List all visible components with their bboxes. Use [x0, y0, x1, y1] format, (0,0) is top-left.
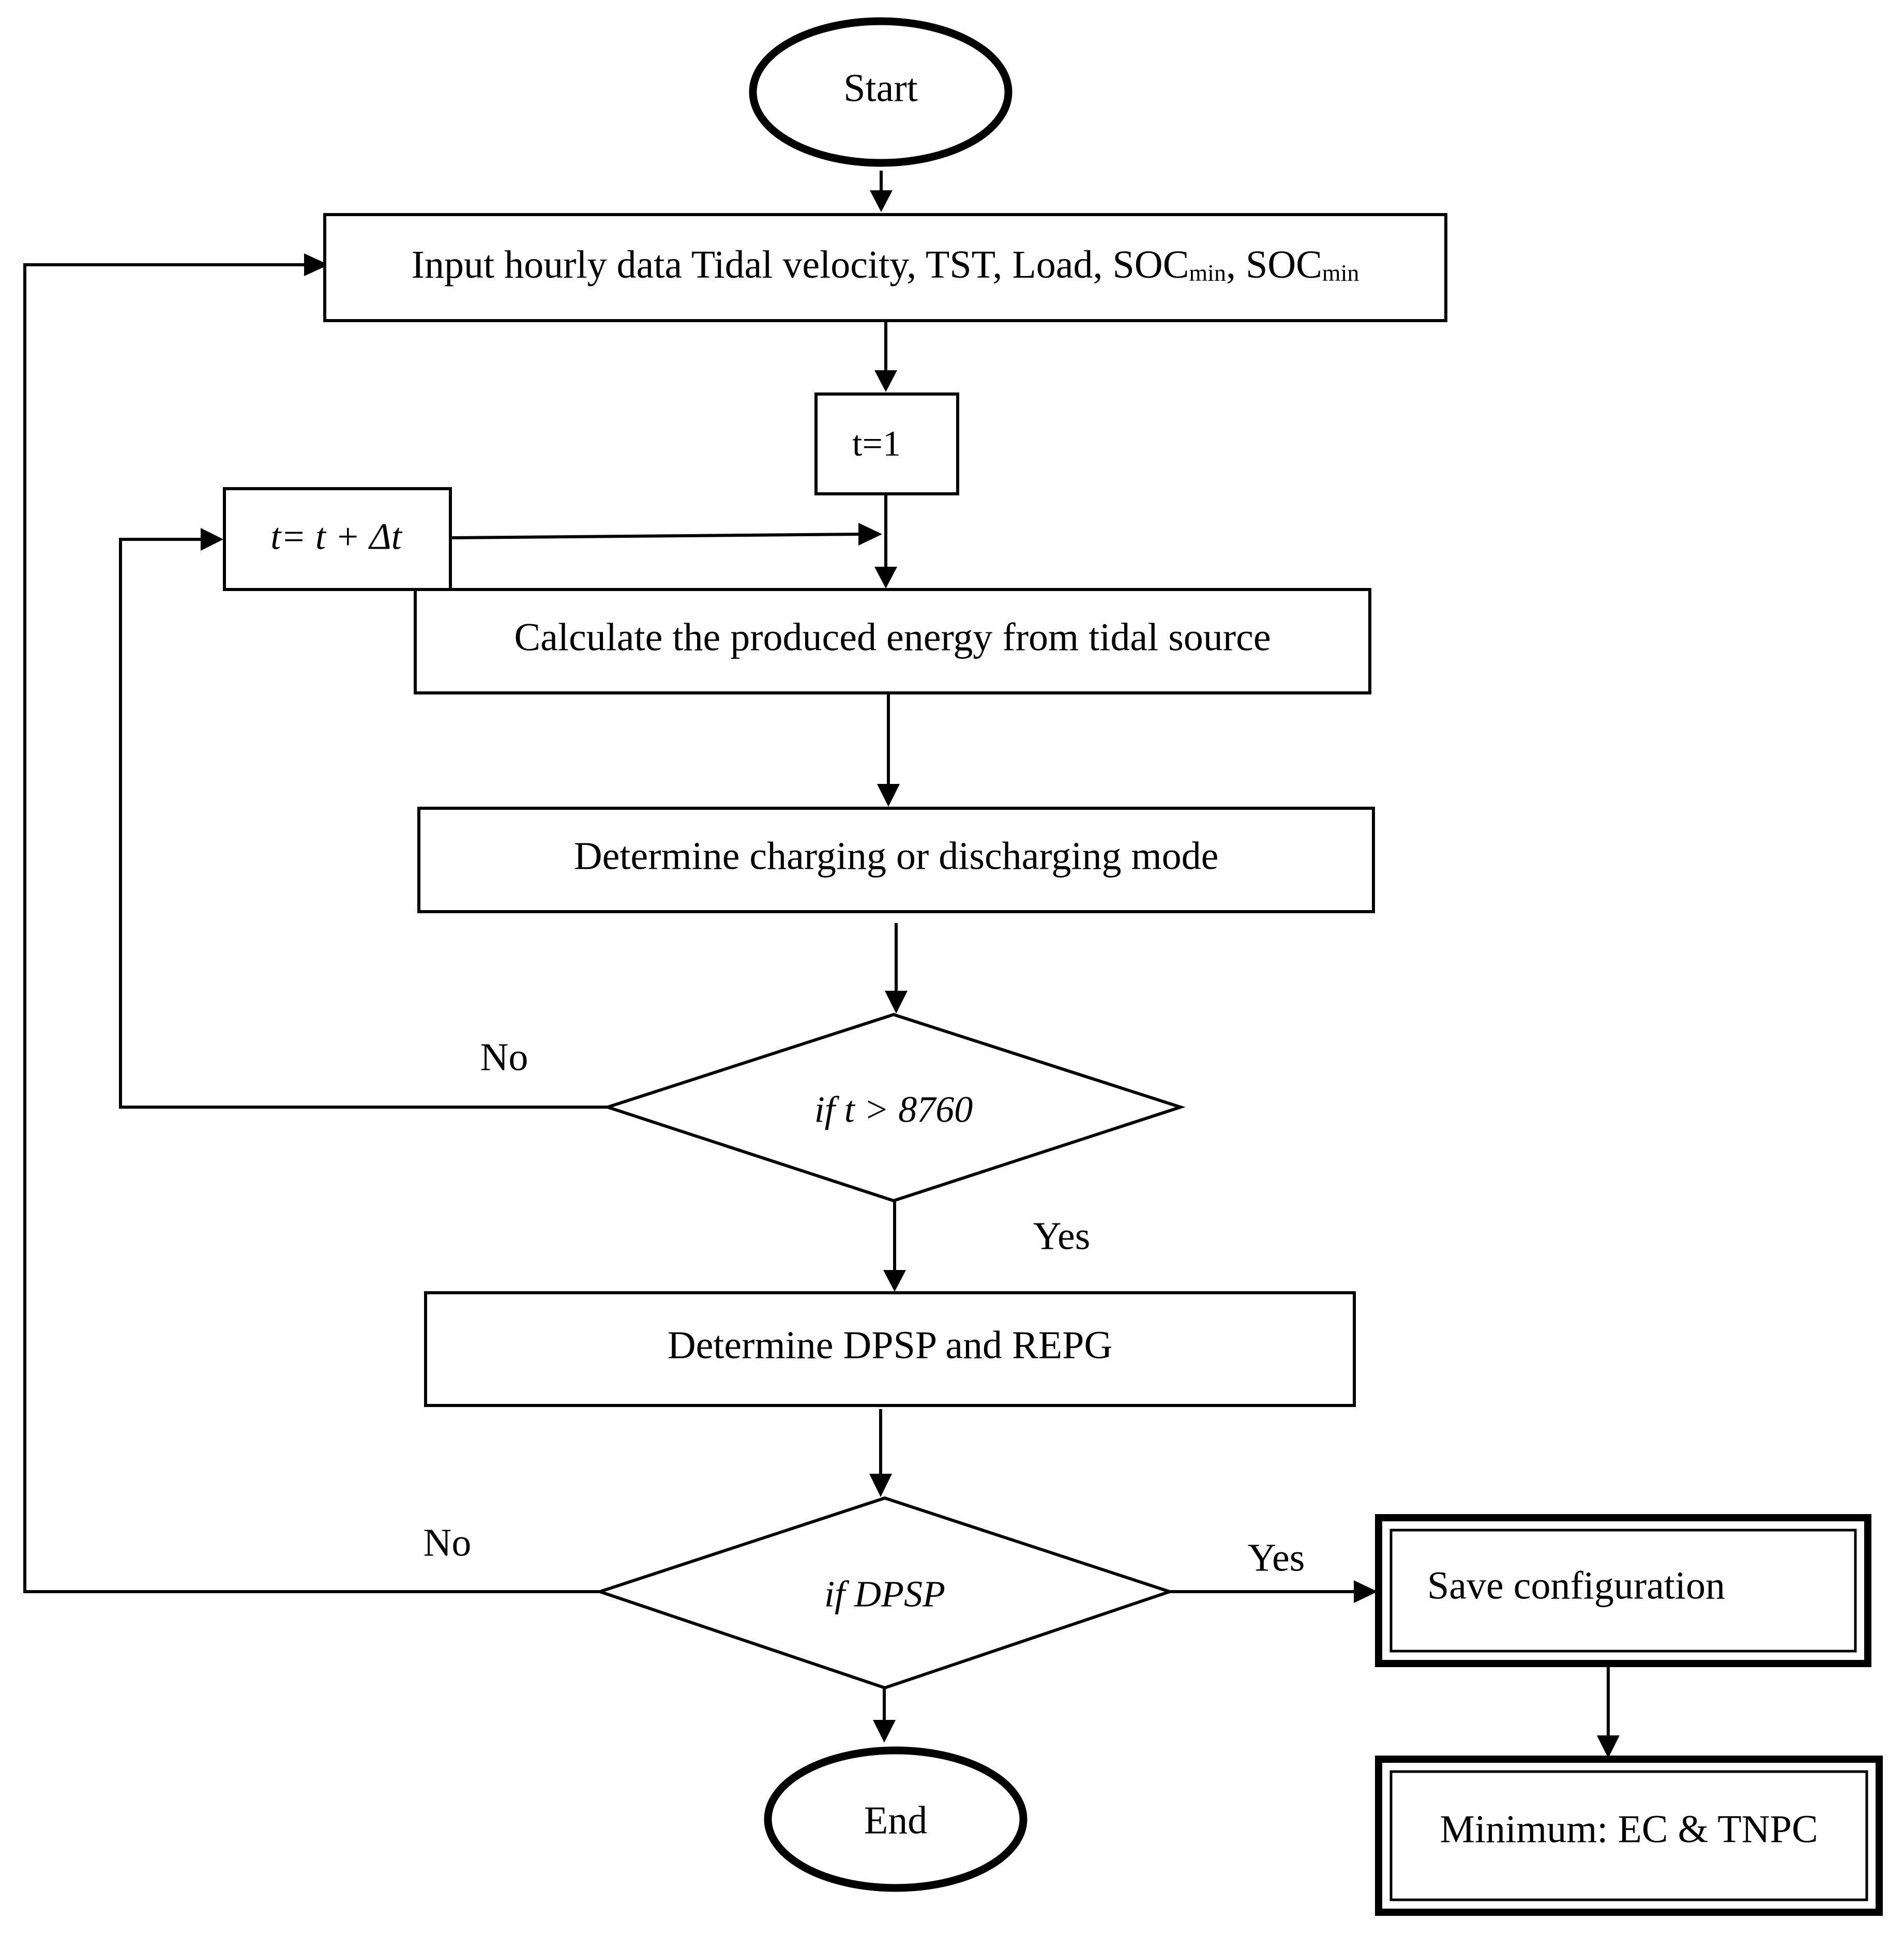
connector-no-loop-time — [119, 538, 608, 1109]
dpsp-decision-label: if DPSP — [824, 1574, 945, 1615]
dpsp-decision: if DPSP — [595, 1496, 1175, 1690]
edge-label-dpsp-yes: Yes — [1248, 1536, 1305, 1579]
arrowhead-input-loop — [304, 253, 329, 276]
increment-box: t= t + Δt — [223, 487, 452, 591]
start-node: Start — [749, 17, 1013, 167]
arrowhead-increment — [201, 528, 223, 551]
calculate-label: Calculate the produced energy from tidal… — [514, 615, 1271, 659]
arrowhead-merge — [858, 523, 882, 546]
mode-label: Determine charging or discharging mode — [574, 834, 1219, 878]
arrowhead-input — [870, 190, 893, 212]
mode-box: Determine charging or discharging mode — [417, 807, 1375, 913]
edge-label-time-no: No — [480, 1035, 528, 1079]
calculate-box: Calculate the produced energy from tidal… — [414, 588, 1371, 694]
determine-box: Determine DPSP and REPG — [424, 1291, 1356, 1407]
time-decision-label: if t > 8760 — [814, 1089, 973, 1130]
edge-label-dpsp-no: No — [424, 1521, 472, 1564]
arrowhead-calculate — [874, 567, 897, 588]
arrowhead-decision-dpsp — [869, 1474, 892, 1497]
determine-label: Determine DPSP and REPG — [668, 1323, 1113, 1367]
arrowhead-end — [873, 1720, 896, 1743]
start-label: Start — [843, 66, 918, 110]
input-label: Input hourly data Tidal velocity, TST, L… — [412, 243, 1359, 286]
arrowhead-mode — [877, 784, 900, 807]
arrowhead-minimum — [1597, 1735, 1620, 1758]
time-decision: if t > 8760 — [602, 1012, 1186, 1203]
arrowhead-determine — [883, 1270, 906, 1292]
minimum-box: Minimum: EC & TNPC — [1375, 1756, 1883, 1916]
init-box: t=1 — [814, 392, 959, 495]
arrowhead-save — [1354, 1580, 1378, 1603]
increment-label: t= t + Δt — [270, 516, 402, 557]
save-box: Save configuration — [1375, 1514, 1871, 1667]
init-label: t=1 — [852, 424, 901, 464]
end-label: End — [864, 1798, 927, 1842]
end-node: End — [764, 1746, 1027, 1892]
edge-label-time-yes: Yes — [1033, 1214, 1091, 1258]
arrowhead-decision-time — [885, 991, 908, 1014]
arrowhead-init — [874, 370, 897, 392]
save-label: Save configuration — [1427, 1564, 1725, 1607]
connector-increment-merge — [449, 533, 860, 539]
minimum-label: Minimum: EC & TNPC — [1440, 1807, 1818, 1851]
connector-no-loop-dpsp — [23, 263, 600, 1593]
input-box: Input hourly data Tidal velocity, TST, L… — [323, 213, 1447, 322]
